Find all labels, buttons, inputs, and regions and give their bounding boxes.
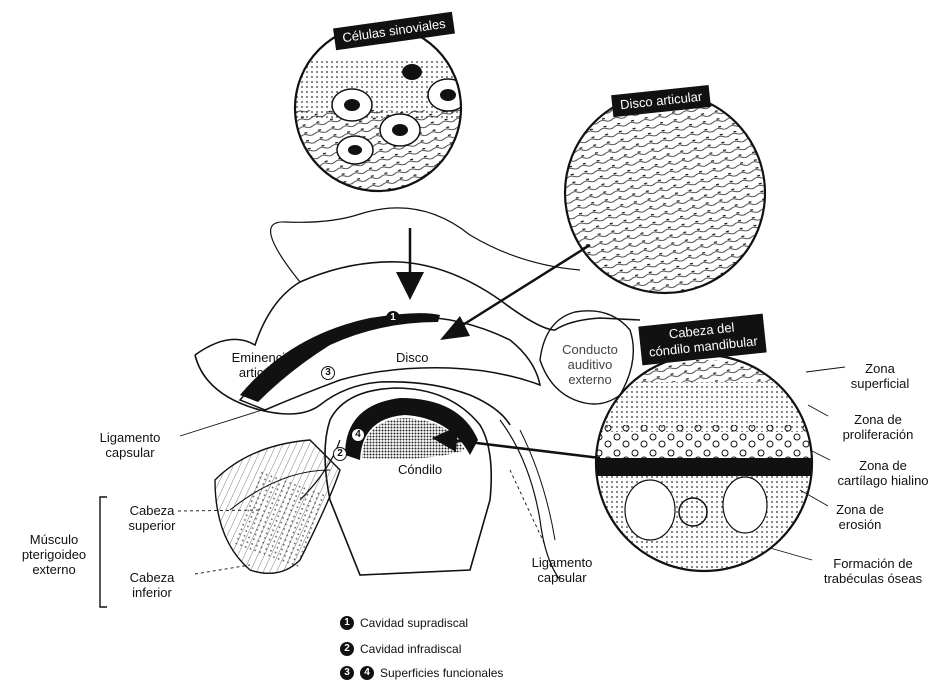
legend-row-3: 3 4 Superficies funcionales	[340, 664, 503, 682]
eminencia-label: Eminencia articular	[222, 350, 302, 380]
badge-2: 2	[333, 447, 347, 461]
conducto-label-line3: externo	[568, 372, 611, 387]
legend-num-3: 3	[340, 666, 354, 680]
musculo-label-line2: pterigoideo	[22, 547, 86, 562]
zona-cartilago-label: Zona de cartílago hialino	[828, 458, 938, 488]
eminencia-label-line1: Eminencia	[232, 350, 293, 365]
condyle	[325, 388, 491, 575]
cabeza-inferior-line2: inferior	[132, 585, 172, 600]
synovial-cells-callout	[290, 20, 470, 210]
zona-proliferacion-line2: proliferación	[843, 427, 914, 442]
legend-text-3: Superficies funcionales	[380, 666, 503, 680]
zona-superficial-line2: superficial	[851, 376, 910, 391]
legend-row-1: 1 Cavidad supradiscal	[340, 614, 468, 632]
cabeza-inferior-line1: Cabeza	[130, 570, 175, 585]
zona-cartilago-line1: Zona de	[859, 458, 907, 473]
zona-superficial-line1: Zona	[865, 361, 895, 376]
zona-cartilago-line2: cartílago hialino	[837, 473, 928, 488]
badge-3: 3	[321, 366, 335, 380]
zona-superficial-label: Zona superficial	[835, 361, 925, 391]
ligamento-right-line2: capsular	[537, 570, 586, 585]
articular-disc-callout	[560, 90, 770, 300]
ligamento-left-line2: capsular	[105, 445, 154, 460]
ligamento-left-line1: Ligamento	[100, 430, 161, 445]
musculo-label-line1: Músculo	[30, 532, 78, 547]
ligamento-capsular-right: Ligamento capsular	[512, 555, 612, 585]
cabeza-inferior-label: Cabeza inferior	[112, 570, 192, 600]
cabeza-superior-line1: Cabeza	[130, 503, 175, 518]
disco-label: Disco	[396, 350, 429, 365]
zona-erosion-line1: Zona de	[836, 502, 884, 517]
legend-row-2: 2 Cavidad infradiscal	[340, 640, 461, 658]
legend-num-1: 1	[340, 616, 354, 630]
badge-4: 4	[351, 428, 365, 442]
eminencia-label-line2: articular	[239, 365, 285, 380]
zona-proliferacion-line1: Zona de	[854, 412, 902, 427]
legend-num-2: 2	[340, 642, 354, 656]
legend-text-2: Cavidad infradiscal	[360, 642, 461, 656]
trabeculas-label: Formación de trabéculas óseas	[808, 556, 938, 586]
conducto-label-line1: Conducto	[562, 342, 618, 357]
conducto-label-line2: auditivo	[568, 357, 613, 372]
musculo-label-line3: externo	[32, 562, 75, 577]
zona-proliferacion-label: Zona de proliferación	[828, 412, 928, 442]
zona-erosion-line2: erosión	[839, 517, 882, 532]
legend-num-4: 4	[360, 666, 374, 680]
legend-text-1: Cavidad supradiscal	[360, 616, 468, 630]
condilo-label: Cóndilo	[398, 462, 442, 477]
cabeza-superior-label: Cabeza superior	[112, 503, 192, 533]
trabeculas-line2: trabéculas óseas	[824, 571, 922, 586]
trabeculas-line1: Formación de	[833, 556, 912, 571]
zona-erosion-label: Zona de erosión	[820, 502, 900, 532]
badge-1: 1	[386, 311, 400, 325]
musculo-label: Músculo pterigoideo externo	[12, 532, 96, 577]
conducto-label: Conducto auditivo externo	[555, 342, 625, 387]
ligamento-capsular-left: Ligamento capsular	[80, 430, 180, 460]
ligamento-right-line1: Ligamento	[532, 555, 593, 570]
cabeza-superior-line2: superior	[129, 518, 176, 533]
